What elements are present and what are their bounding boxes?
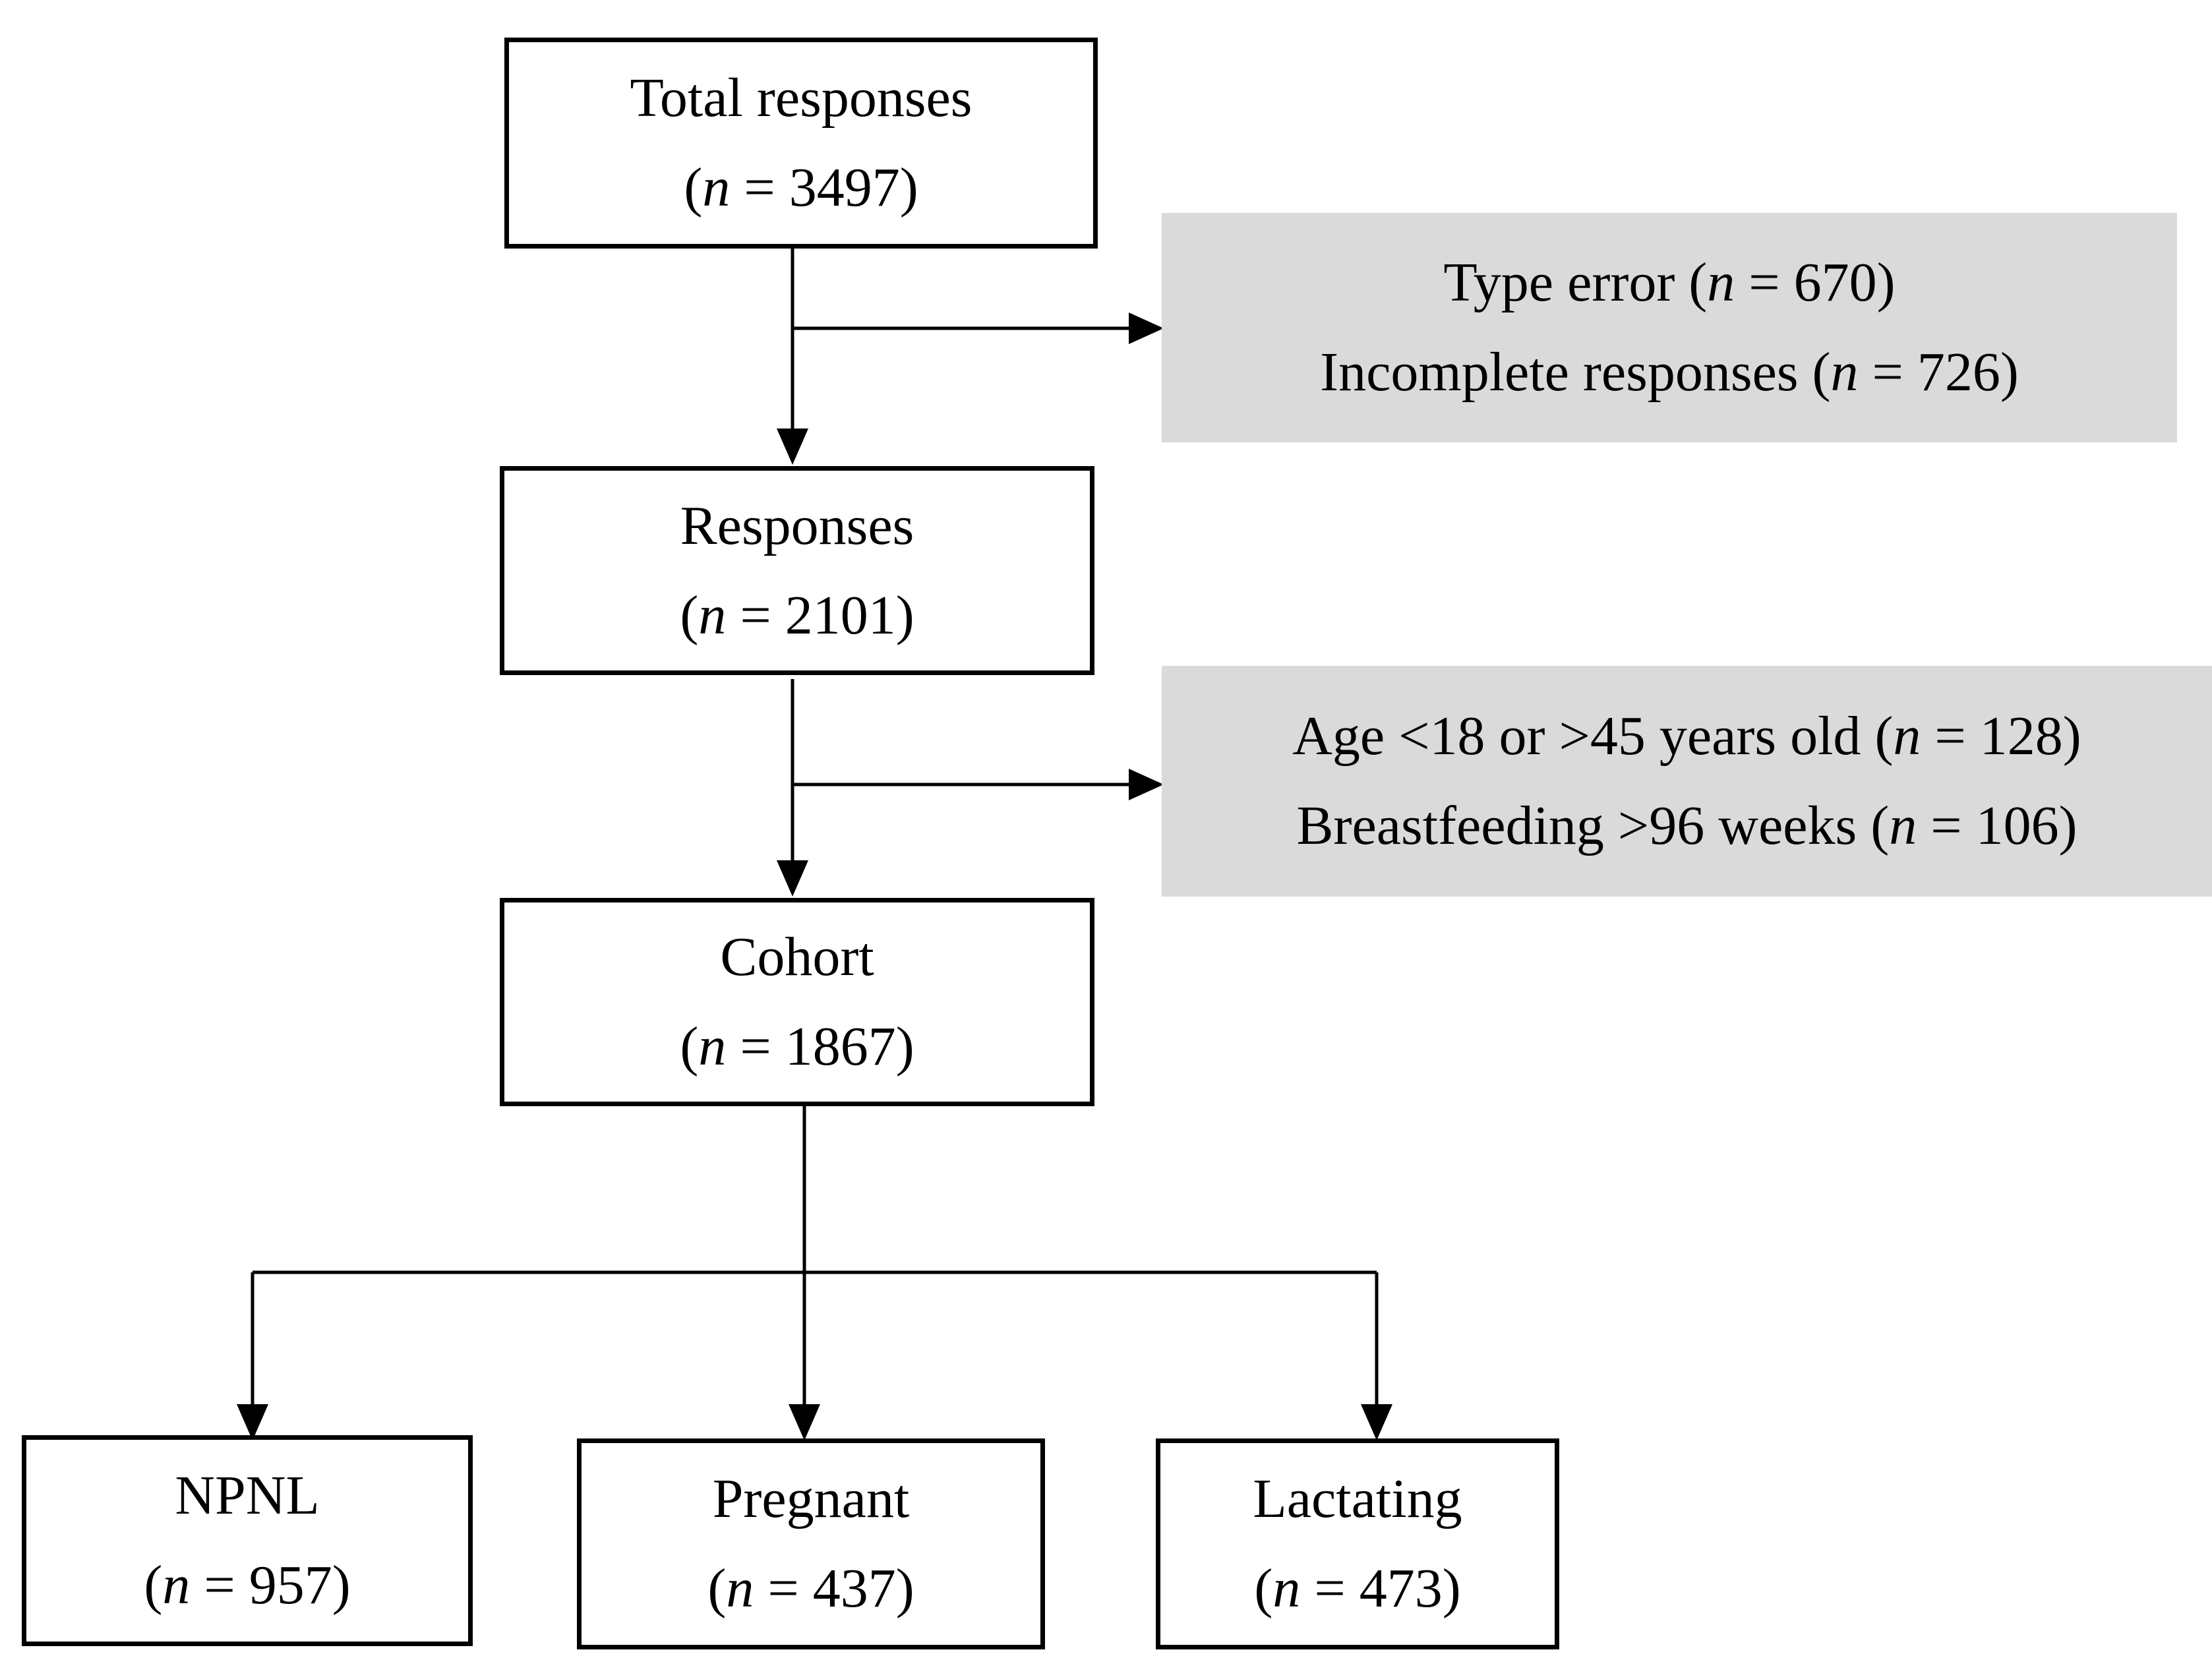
n-symbol: n [702,157,731,218]
n-value: 957 [249,1554,332,1616]
arrowhead-npnl [237,1404,268,1440]
node-label: Lactating [1253,1468,1462,1529]
n-symbol: n [1889,795,1917,856]
n-symbol: n [698,584,727,646]
n-symbol: n [698,1016,727,1077]
exclusion-line: Age <18 or >45 years old (n = 128) [1292,705,2081,767]
exclusion-label: Type error [1443,252,1675,313]
node-label: Cohort [720,926,874,988]
exclusion-line: Incomplete responses (n = 726) [1320,341,2019,403]
n-value: 726 [1917,341,2000,403]
n-value: 3497 [789,157,900,218]
exclusion-line: Breastfeeding >96 weeks (n = 106) [1296,795,2077,856]
node-count: (n = 2101) [680,584,914,646]
node-count: (n = 473) [1254,1558,1461,1619]
node-cohort: Cohort (n = 1867) [500,898,1094,1106]
n-value: 670 [1793,252,1877,313]
arrowhead-responses [777,429,808,465]
node-count: (n = 957) [144,1554,351,1616]
node-pregnant: Pregnant (n = 437) [577,1438,1045,1649]
arrowhead-lactating [1361,1404,1392,1440]
exclusion-label: Incomplete responses [1320,341,1799,403]
node-count: (n = 3497) [684,157,918,218]
n-symbol: n [1893,705,1921,767]
n-symbol: n [162,1554,191,1616]
n-symbol: n [726,1558,754,1619]
node-label: Pregnant [712,1468,910,1529]
node-total-responses: Total responses (n = 3497) [504,38,1098,249]
exclusion-label: Breastfeeding >96 weeks [1296,795,1857,856]
node-responses: Responses (n = 2101) [500,466,1094,675]
n-value: 1867 [785,1016,896,1077]
exclusion-line: Type error (n = 670) [1443,252,1896,313]
node-count: (n = 437) [707,1558,914,1619]
arrowhead-exclusion-2 [1129,769,1164,800]
n-value: 2101 [785,584,896,646]
node-label: Responses [680,494,914,556]
arrowhead-pregnant [789,1404,820,1440]
node-label: NPNL [175,1465,320,1526]
n-symbol: n [1830,341,1859,403]
node-lactating: Lactating (n = 473) [1156,1438,1559,1649]
n-value: 106 [1975,795,2059,856]
node-count: (n = 1867) [680,1016,914,1077]
n-value: 437 [812,1558,896,1619]
n-value: 473 [1359,1558,1443,1619]
n-value: 128 [1979,705,2063,767]
exclusion-label: Age <18 or >45 years old [1292,705,1861,767]
exclusion-box-2: Age <18 or >45 years old (n = 128) Breas… [1162,666,2212,897]
arrowhead-cohort [777,860,808,897]
arrowhead-exclusion-1 [1129,312,1164,344]
n-symbol: n [1707,252,1735,313]
n-symbol: n [1272,1558,1301,1619]
node-npnl: NPNL (n = 957) [22,1435,473,1646]
node-label: Total responses [630,67,972,129]
exclusion-box-1: Type error (n = 670) Incomplete response… [1162,213,2177,442]
